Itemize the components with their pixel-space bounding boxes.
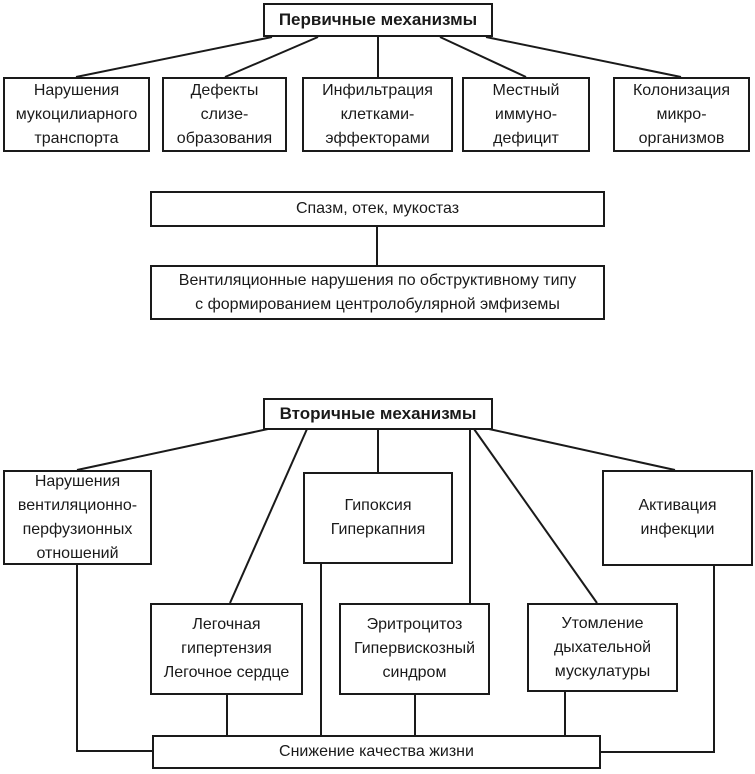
box-mucociliary-transport: Нарушения мукоцилиарного транспорта [3,77,150,152]
box-infection-activation: Активация инфекции [602,470,753,566]
box-spasm-edema-mucostasis-label: Спазм, отек, мукостаз [295,200,460,217]
box-hypoxia-hypercapnia: Гипоксия Гиперкапния [303,472,453,564]
primary-mechanisms-title: Первичные механизмы [278,10,478,29]
box-pulmonary-hypertension: Легочная гипертензия Легочное сердце [150,603,303,695]
connector-secondary-to-pulm [229,428,308,604]
box-mucociliary-transport-label: Нарушения мукоцилиарного транспорта [15,81,138,147]
connector-primary-to-factor-1 [75,36,273,78]
box-ventilation-perfusion-disorders-label: Нарушения вентиляционно- перфузионных от… [17,472,138,562]
box-infection-activation-label: Активация инфекции [638,497,717,538]
box-local-immunodeficiency-label: Местный иммуно- дефицит [492,81,560,147]
box-pulmonary-hypertension-label: Легочная гипертензия Легочное сердце [163,616,290,681]
box-ventilation-perfusion-disorders: Нарушения вентиляционно- перфузионных от… [3,470,152,565]
box-obstructive-ventilation-disorders: Вентиляционные нарушения по обструктивно… [150,265,605,320]
box-obstructive-ventilation-disorders-label: Вентиляционные нарушения по обструктивно… [178,271,577,313]
box-erythrocytosis-hyperviscosity-label: Эритроцитоз Гипервискозный синдром [353,616,476,681]
connector-primary-to-factor-4 [439,36,527,78]
box-effector-cell-infiltration: Инфильтрация клетками- эффекторами [302,77,453,152]
primary-mechanisms-title-box: Первичные механизмы [263,3,493,37]
box-local-immunodeficiency: Местный иммуно- дефицит [462,77,590,152]
connector-infection-to-outcome [601,566,715,753]
box-quality-of-life-decline: Снижение качества жизни [152,735,601,769]
box-mucus-formation-defects: Дефекты слизе- образования [162,77,287,152]
box-mucus-formation-defects-label: Дефекты слизе- образования [176,81,273,147]
connector-primary-to-factor-5 [485,36,682,78]
connector-secondary-to-infection [488,428,676,471]
box-spasm-edema-mucostasis: Спазм, отек, мукостаз [150,191,605,227]
box-hypoxia-hypercapnia-label: Гипоксия Гиперкапния [330,497,426,538]
box-microorganism-colonization-label: Колонизация микро- организмов [632,81,731,147]
connector-secondary-to-fatigue [473,428,598,604]
box-respiratory-muscle-fatigue-label: Утомление дыхательной мускулатуры [553,614,652,680]
secondary-mechanisms-title: Вторичные механизмы [279,404,477,423]
box-erythrocytosis-hyperviscosity: Эритроцитоз Гипервискозный синдром [339,603,490,695]
box-respiratory-muscle-fatigue: Утомление дыхательной мускулатуры [527,603,678,692]
connector-secondary-to-vp [76,428,269,471]
connector-primary-to-factor-2 [224,36,319,78]
connector-vp-to-outcome [76,565,152,752]
box-quality-of-life-decline-label: Снижение качества жизни [279,743,474,760]
box-microorganism-colonization: Колонизация микро- организмов [613,77,750,152]
box-effector-cell-infiltration-label: Инфильтрация клетками- эффекторами [322,81,433,147]
secondary-mechanisms-title-box: Вторичные механизмы [263,398,493,430]
